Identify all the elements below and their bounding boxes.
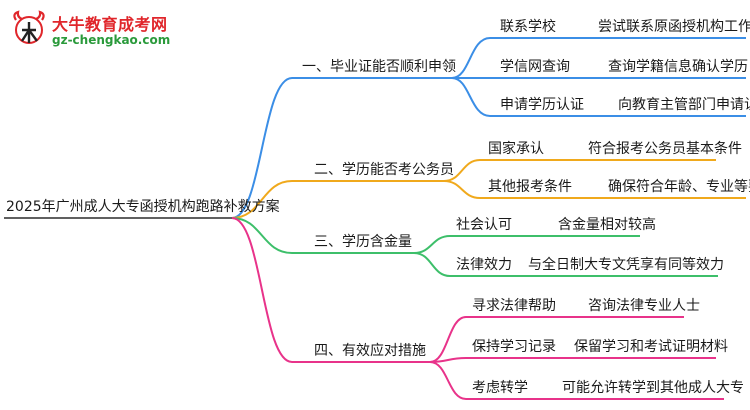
branch-4-child-3-detail[interactable]: 可能允许转学到其他成人大专	[562, 380, 744, 396]
logo-domain: gz-chengkao.com	[52, 33, 171, 47]
branch-3-child-1-label[interactable]: 社会认可	[456, 217, 512, 233]
branch-1-child-1-label[interactable]: 联系学校	[500, 19, 556, 35]
branch-1-topic[interactable]: 一、毕业证能否顺利申领	[302, 59, 456, 75]
branch-4-child-1-label[interactable]: 寻求法律帮助	[472, 298, 556, 314]
branch-1-child-2-label[interactable]: 学信网查询	[500, 59, 570, 75]
branch-3-child-2-label[interactable]: 法律效力	[456, 257, 512, 273]
branch-2-child-1-label[interactable]: 国家承认	[488, 141, 544, 157]
branch-1-child-1-detail[interactable]: 尝试联系原函授机构工作人员	[598, 19, 750, 35]
branch-1-connectors	[231, 37, 746, 219]
branch-3-child-1-detail[interactable]: 含金量相对较高	[558, 217, 656, 233]
branch-2-child-1-detail[interactable]: 符合报考公务员基本条件	[588, 141, 742, 157]
branch-4-child-1-detail[interactable]: 咨询法律专业人士	[588, 298, 700, 314]
logo-name: 大牛教育成考网	[52, 15, 168, 34]
branch-3-child-2-detail[interactable]: 与全日制大专文凭享有同等效力	[528, 257, 724, 273]
branch-4-child-2-label[interactable]: 保持学习记录	[472, 339, 556, 355]
branch-4-topic[interactable]: 四、有效应对措施	[314, 343, 426, 359]
site-logo[interactable]: 大牛教育成考网 gz-chengkao.com	[8, 8, 198, 52]
branch-3-topic[interactable]: 三、学历含金量	[314, 234, 412, 250]
bull-logo-icon	[13, 10, 45, 44]
branch-1-child-3-detail[interactable]: 向教育主管部门申请认证	[618, 97, 750, 113]
root-topic[interactable]: 2025年广州成人大专函授机构跑路补救方案	[6, 199, 280, 215]
branch-1-child-2-detail[interactable]: 查询学籍信息确认学历	[608, 59, 748, 75]
branch-2-child-2-label[interactable]: 其他报考条件	[488, 179, 572, 195]
branch-4-connectors	[231, 217, 724, 400]
branch-2-connectors	[231, 159, 746, 219]
branch-4-child-2-detail[interactable]: 保留学习和考试证明材料	[574, 339, 728, 355]
branch-4-child-3-label[interactable]: 考虑转学	[472, 380, 528, 396]
branch-3-connectors	[231, 217, 718, 277]
branch-1-child-3-label[interactable]: 申请学历认证	[500, 97, 584, 113]
branch-2-topic[interactable]: 二、学历能否考公务员	[314, 162, 454, 178]
branch-2-child-2-detail[interactable]: 确保符合年龄、专业等要求	[608, 179, 750, 195]
